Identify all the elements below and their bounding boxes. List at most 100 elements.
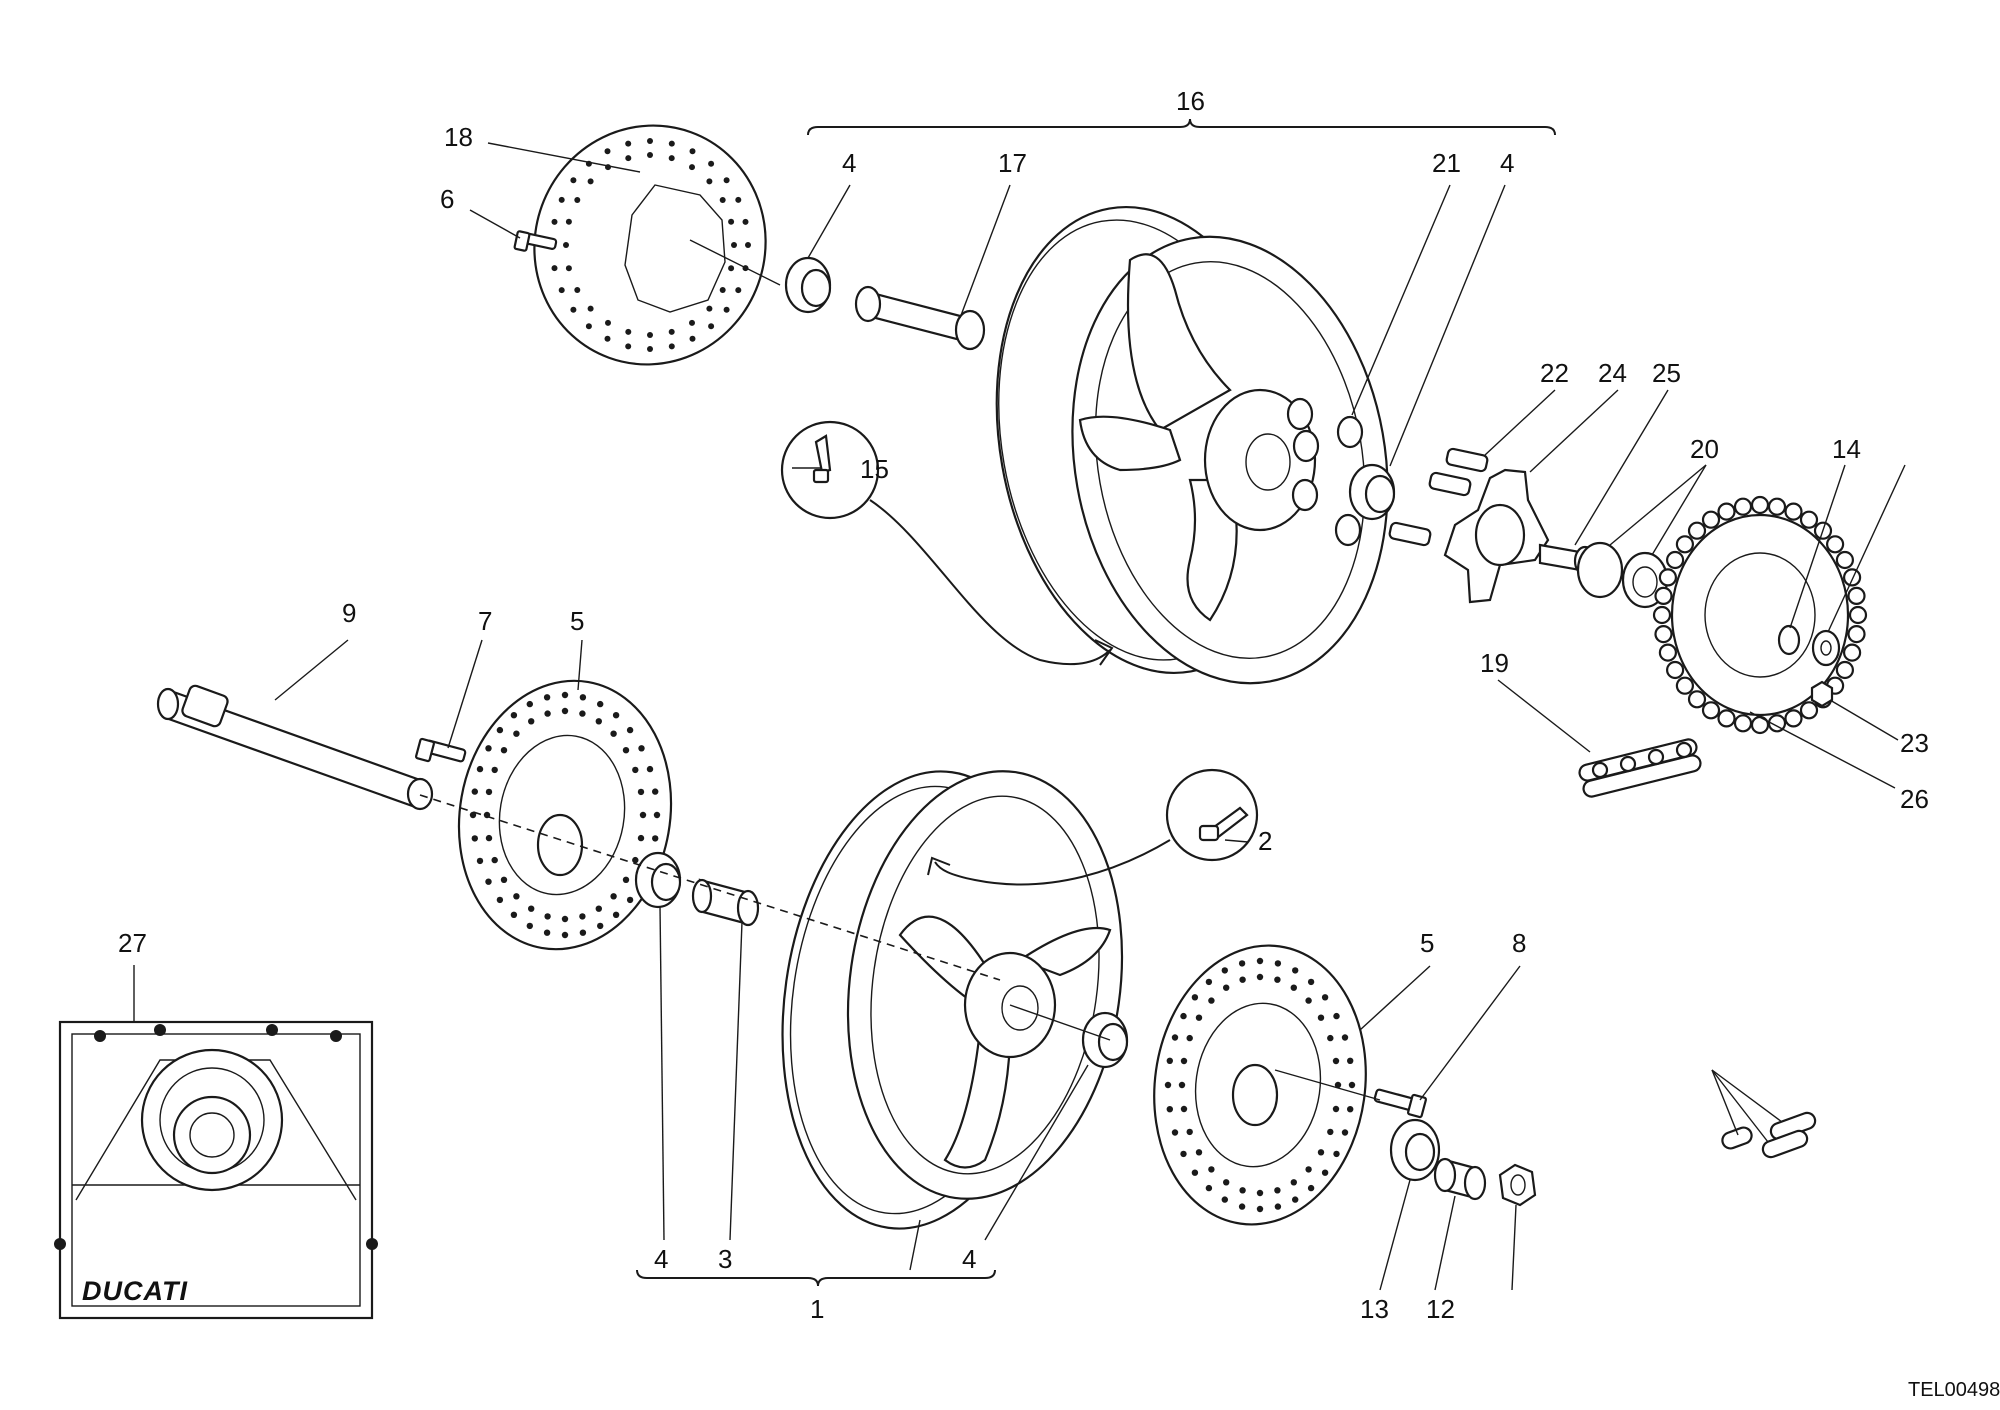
sprocket-kit-box: DUCATI <box>54 1020 378 1320</box>
disc-drill-hole <box>647 346 653 352</box>
disc-drill-hole <box>647 332 653 338</box>
disc-drill-hole <box>612 712 620 719</box>
disc-drill-hole <box>728 218 735 225</box>
front-axle-bush <box>1433 1157 1487 1201</box>
sprocket-tooth <box>1799 510 1819 529</box>
callout-5-right: 5 <box>1420 928 1434 958</box>
front-brake-disc-right <box>1153 944 1367 1226</box>
disc-drill-hole <box>579 913 586 920</box>
disc-drill-hole <box>719 197 726 203</box>
callout-7-left: 7 <box>478 606 492 636</box>
disc-drill-hole <box>1239 1187 1246 1194</box>
disc-drill-hole <box>491 766 498 774</box>
disc-drill-hole <box>1332 1105 1340 1113</box>
disc-drill-hole <box>632 766 639 774</box>
disc-drill-hole <box>1332 1057 1340 1065</box>
disc-drill-hole <box>570 177 577 184</box>
disc-drill-hole <box>622 747 630 754</box>
disc-drill-hole <box>1256 1189 1264 1197</box>
sprocket-tooth <box>1654 586 1673 606</box>
disc-drill-hole <box>1290 984 1298 991</box>
callout-22: 25 <box>1652 358 1681 388</box>
disc-drill-hole <box>625 155 632 162</box>
disc-drill-hole <box>526 922 533 930</box>
disc-drill-hole <box>1164 1081 1172 1089</box>
sprocket-tooth <box>1701 510 1721 529</box>
disc-drill-hole <box>1341 1129 1349 1136</box>
front-axle <box>156 684 434 811</box>
disc-drill-hole <box>1305 997 1312 1004</box>
disc-drill-hole <box>668 155 675 162</box>
sprocket-tooth <box>1675 535 1695 554</box>
callout-13: 16 <box>1176 86 1205 116</box>
disc-drill-hole <box>1171 1129 1179 1136</box>
callout-17: 20 <box>1690 434 1719 464</box>
disc-drill-hole <box>647 138 653 144</box>
callout-11: 14 <box>1832 434 1861 464</box>
brand-label: DUCATI <box>82 1276 188 1306</box>
disc-drill-hole <box>605 319 611 326</box>
disc-drill-hole <box>544 710 551 717</box>
disc-drill-hole <box>1274 960 1282 967</box>
callout-2: 2 <box>1258 826 1272 856</box>
rear-valve-detail <box>780 420 1114 666</box>
disc-drill-hole <box>513 730 520 737</box>
disc-drill-hole <box>471 835 478 842</box>
disc-drill-hole <box>652 788 659 795</box>
sprocket-tooth <box>1842 643 1862 662</box>
disc-drill-hole <box>689 335 696 342</box>
disc-drill-hole <box>689 148 696 155</box>
disc-drill-hole <box>1180 1105 1188 1113</box>
rear-sprocket <box>1652 495 1868 735</box>
disc-drill-hole <box>1166 1057 1174 1065</box>
disc-drill-hole <box>1317 1014 1325 1021</box>
disc-drill-hole <box>625 328 632 335</box>
disc-drill-hole <box>585 323 592 330</box>
callout-9: 12 <box>1426 1294 1455 1324</box>
disc-drill-hole <box>476 857 484 865</box>
disc-drill-hole <box>668 328 675 335</box>
disc-drill-hole <box>1238 960 1246 967</box>
sprocket-tooth <box>1733 497 1753 516</box>
disc-drill-hole <box>745 242 751 248</box>
callout-4-top-left: 4 <box>842 148 856 178</box>
disc-drill-hole <box>637 834 645 842</box>
disc-drill-hole <box>1305 1166 1312 1173</box>
sprocket-tooth <box>1767 714 1787 733</box>
disc-drill-hole <box>1274 1203 1282 1210</box>
front-spacer-ring <box>1389 1118 1441 1182</box>
disc-drill-hole <box>528 905 535 912</box>
front-disc-bolt-right <box>1373 1088 1428 1119</box>
disc-drill-hole <box>1239 976 1246 983</box>
disc-drill-hole <box>565 218 572 225</box>
disc-drill-hole <box>528 718 535 725</box>
disc-drill-hole <box>1171 1034 1179 1041</box>
disc-drill-hole <box>1341 1034 1349 1041</box>
disc-drill-hole <box>604 335 611 342</box>
disc-drill-hole <box>587 178 594 185</box>
disc-drill-hole <box>561 931 569 939</box>
sprocket-tooth <box>1784 502 1803 521</box>
rear-wheel-assembly-group <box>513 118 1868 798</box>
disc-drill-hole <box>1186 1034 1193 1042</box>
disc-drill-hole <box>1348 1081 1356 1089</box>
disc-drill-hole <box>500 876 508 883</box>
disc-drill-hole <box>1321 1169 1329 1176</box>
disc-drill-hole <box>558 196 565 203</box>
disc-drill-hole <box>1274 976 1281 983</box>
master-link <box>1721 1111 1817 1159</box>
callout-10: 13 <box>1360 1294 1389 1324</box>
disc-drill-hole <box>595 718 602 725</box>
sprocket-carrier-studs <box>1388 447 1489 547</box>
disc-drill-hole <box>1180 1150 1187 1158</box>
disc-drill-hole <box>485 834 493 842</box>
callout-3: 3 <box>718 1244 732 1274</box>
sprocket-nut <box>1810 680 1834 708</box>
disc-drill-hole <box>668 343 675 350</box>
disc-drill-hole <box>491 856 498 864</box>
sprocket-tooth <box>1733 714 1753 733</box>
disc-drill-hole <box>1221 967 1229 974</box>
sprocket-tooth <box>1701 701 1721 720</box>
disc-drill-hole <box>513 893 520 900</box>
sprocket-tooth <box>1658 643 1678 662</box>
